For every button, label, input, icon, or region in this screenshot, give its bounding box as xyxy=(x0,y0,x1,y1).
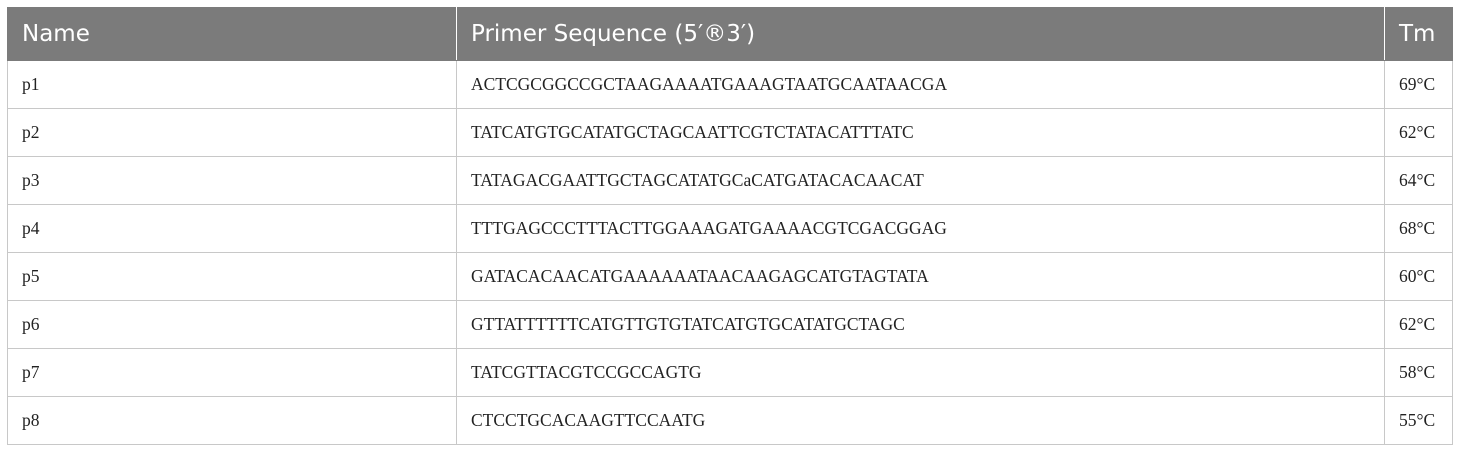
cell-tm: 69°C xyxy=(1384,60,1453,109)
cell-tm: 62°C xyxy=(1384,300,1453,349)
cell-name: p7 xyxy=(7,348,457,397)
cell-sequence: ACTCGCGGCCGCTAAGAAAATGAAAGTAATGCAATAACGA xyxy=(456,60,1385,109)
header-name: Name xyxy=(7,7,457,61)
cell-sequence: TATCATGTGCATATGCTAGCAATTCGTCTATACATTTATC xyxy=(456,108,1385,157)
primer-table-container: Name Primer Sequence (5′®3′) Tm p1 ACTCG… xyxy=(7,7,1453,445)
cell-tm: 55°C xyxy=(1384,396,1453,445)
table-row: p3 TATAGACGAATTGCTAGCATATGCaCATGATACACAA… xyxy=(7,156,1453,205)
cell-tm: 60°C xyxy=(1384,252,1453,301)
cell-tm: 58°C xyxy=(1384,348,1453,397)
table-row: p2 TATCATGTGCATATGCTAGCAATTCGTCTATACATTT… xyxy=(7,108,1453,157)
cell-name: p1 xyxy=(7,60,457,109)
cell-tm: 68°C xyxy=(1384,204,1453,253)
table-row: p6 GTTATTTTTTCATGTTGTGTATCATGTGCATATGCTA… xyxy=(7,300,1453,349)
header-row: Name Primer Sequence (5′®3′) Tm xyxy=(7,7,1453,61)
cell-sequence: TATCGTTACGTCCGCCAGTG xyxy=(456,348,1385,397)
table-header: Name Primer Sequence (5′®3′) Tm xyxy=(7,7,1453,61)
cell-name: p6 xyxy=(7,300,457,349)
cell-name: p4 xyxy=(7,204,457,253)
cell-name: p8 xyxy=(7,396,457,445)
cell-name: p3 xyxy=(7,156,457,205)
cell-sequence: TATAGACGAATTGCTAGCATATGCaCATGATACACAACAT xyxy=(456,156,1385,205)
cell-sequence: GTTATTTTTTCATGTTGTGTATCATGTGCATATGCTAGC xyxy=(456,300,1385,349)
cell-name: p2 xyxy=(7,108,457,157)
cell-sequence: GATACACAACATGAAAAAATAACAAGAGCATGTAGTATA xyxy=(456,252,1385,301)
table-body: p1 ACTCGCGGCCGCTAAGAAAATGAAAGTAATGCAATAA… xyxy=(7,60,1453,445)
table-row: p1 ACTCGCGGCCGCTAAGAAAATGAAAGTAATGCAATAA… xyxy=(7,60,1453,109)
cell-tm: 62°C xyxy=(1384,108,1453,157)
cell-sequence: CTCCTGCACAAGTTCCAATG xyxy=(456,396,1385,445)
table-row: p7 TATCGTTACGTCCGCCAGTG 58°C xyxy=(7,348,1453,397)
header-tm: Tm xyxy=(1384,7,1453,61)
primer-table: Name Primer Sequence (5′®3′) Tm p1 ACTCG… xyxy=(7,7,1453,445)
table-row: p8 CTCCTGCACAAGTTCCAATG 55°C xyxy=(7,396,1453,445)
table-row: p4 TTTGAGCCCTTTACTTGGAAAGATGAAAACGTCGACG… xyxy=(7,204,1453,253)
header-primer-sequence: Primer Sequence (5′®3′) xyxy=(456,7,1385,61)
cell-tm: 64°C xyxy=(1384,156,1453,205)
table-row: p5 GATACACAACATGAAAAAATAACAAGAGCATGTAGTA… xyxy=(7,252,1453,301)
cell-name: p5 xyxy=(7,252,457,301)
cell-sequence: TTTGAGCCCTTTACTTGGAAAGATGAAAACGTCGACGGAG xyxy=(456,204,1385,253)
